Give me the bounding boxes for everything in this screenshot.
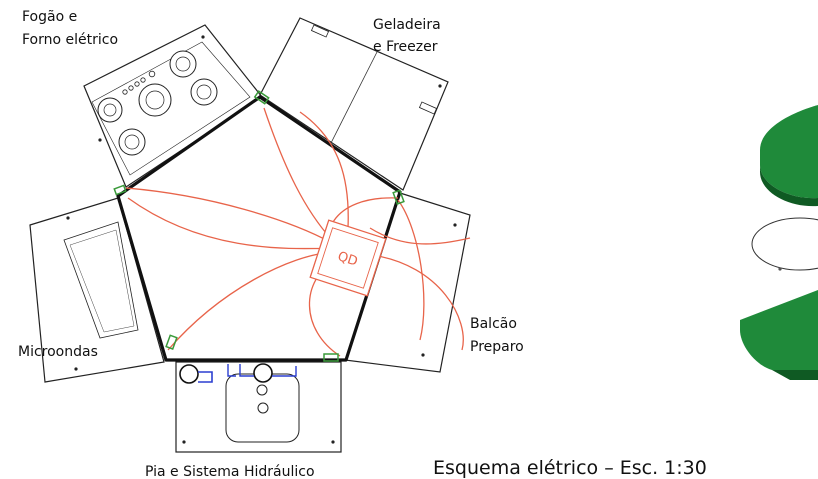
cooktop-label-line2: Forno elétrico — [22, 32, 118, 48]
diagram-caption: Esquema elétrico – Esc. 1:30 — [433, 457, 707, 479]
green-shapes — [740, 105, 818, 380]
fridge-module — [259, 17, 449, 191]
joint-connectors — [113, 90, 405, 362]
pentagon-frame — [116, 95, 402, 362]
fridge-label-line1: Geladeira — [373, 17, 441, 33]
wiring-runs — [125, 107, 471, 357]
cooktop-label-line1: Fogão e — [22, 9, 77, 25]
sink-label: Pia e Sistema Hidráulico — [145, 464, 315, 479]
distribution-panel: QD — [309, 219, 387, 297]
counter-label-line1: Balcão — [470, 316, 517, 332]
fridge-label-line2: e Freezer — [373, 39, 438, 55]
counter-label-line2: Preparo — [470, 339, 524, 355]
cooktop-module — [83, 24, 263, 188]
microwave-label: Microondas — [18, 344, 98, 360]
panel-label: QD — [336, 249, 360, 270]
sink-module — [175, 359, 342, 453]
